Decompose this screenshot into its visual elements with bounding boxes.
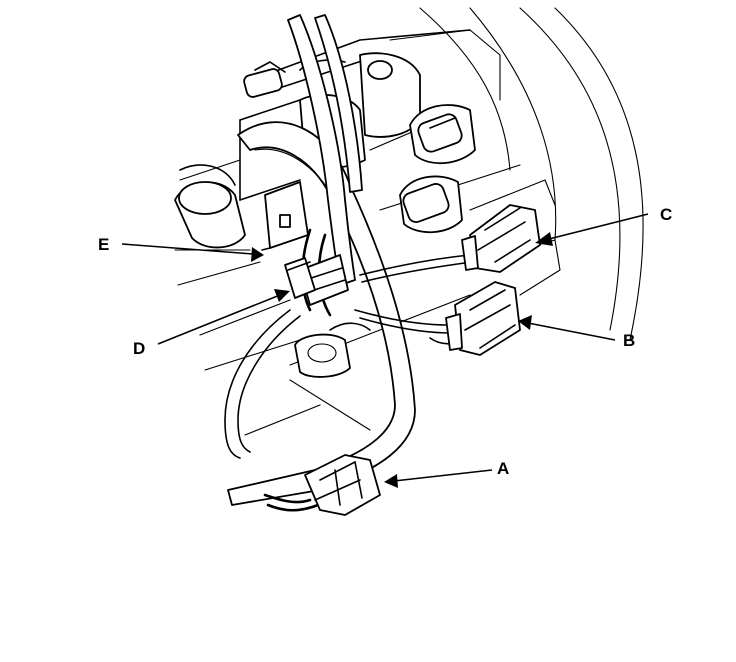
connector-a <box>304 454 381 516</box>
harness-loom <box>287 14 363 317</box>
connector-b <box>445 281 521 356</box>
injector-connectors-upper <box>399 104 476 234</box>
leader-d <box>157 289 290 345</box>
callout-d: D <box>133 339 145 358</box>
leader-a <box>384 469 493 488</box>
clip-d <box>284 257 316 299</box>
harness-to-a <box>224 309 320 512</box>
wire-to-b <box>354 309 461 345</box>
callout-a: A <box>497 459 509 478</box>
callout-e: E <box>98 235 109 254</box>
leader-b <box>518 315 616 341</box>
center-connector <box>294 322 371 378</box>
leader-e <box>121 243 264 262</box>
connector-c <box>461 204 541 273</box>
callout-c: C <box>660 205 672 224</box>
bracket-e <box>261 181 309 251</box>
left-hose <box>174 164 246 249</box>
callout-b: B <box>623 331 635 350</box>
wire-to-c <box>359 254 473 283</box>
leader-c <box>535 213 649 246</box>
